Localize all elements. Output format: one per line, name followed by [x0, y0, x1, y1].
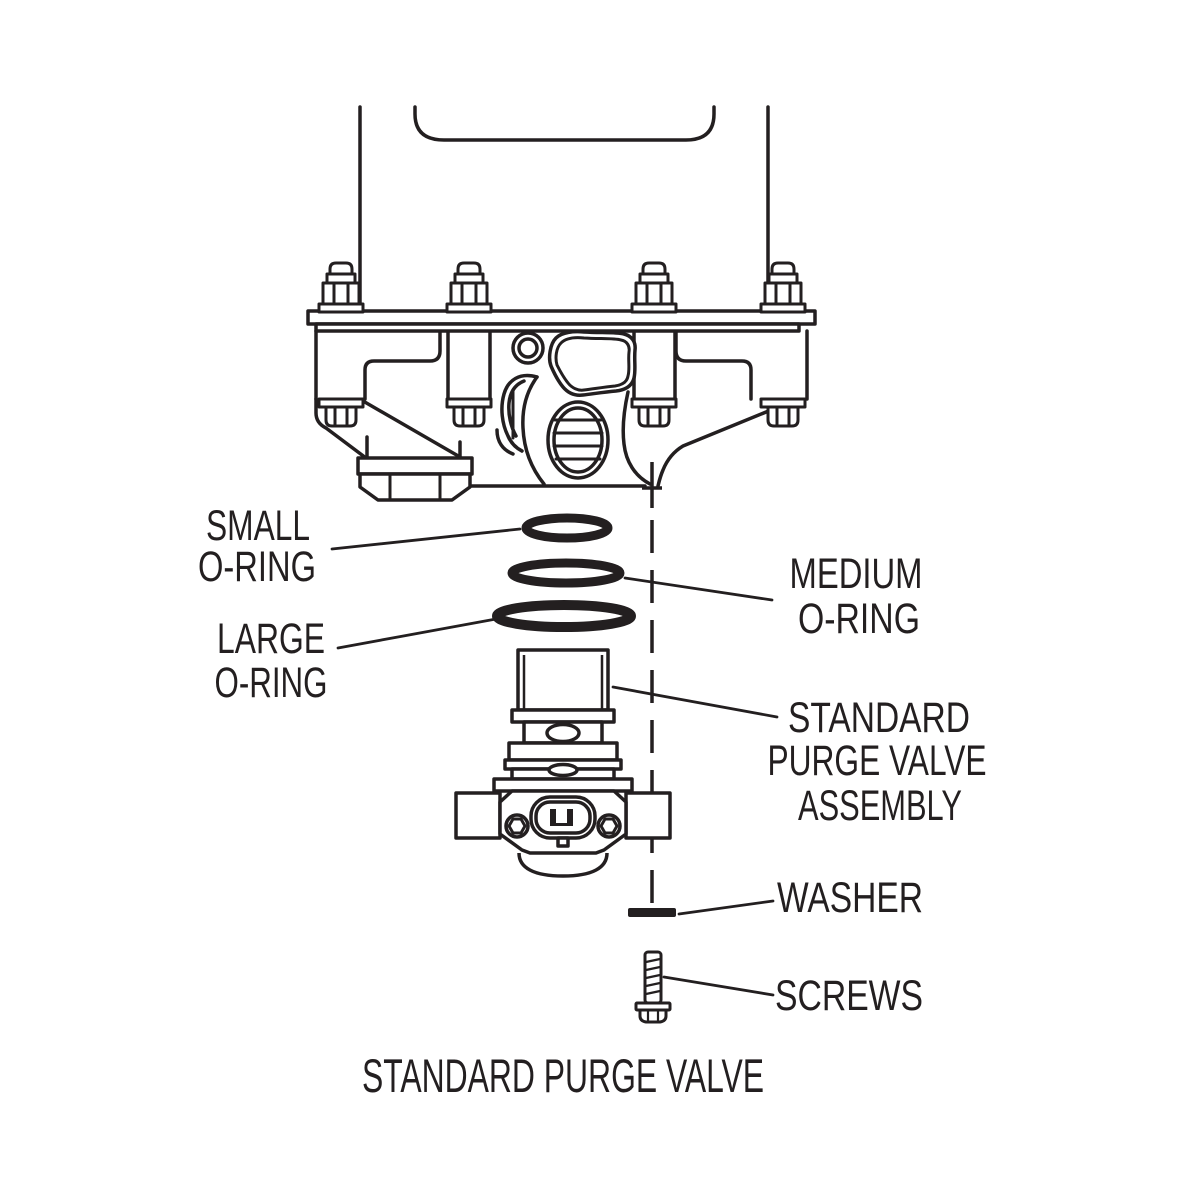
part-labels: SMALL O-RING LARGE O-RING MEDIUM O-RING … [198, 502, 987, 1020]
connector-pins-icon [550, 809, 573, 826]
washer-part [628, 908, 676, 917]
leader-valve-assembly [611, 685, 779, 719]
purge-valve-assembly [454, 648, 672, 878]
lower-stud-heads [317, 397, 807, 428]
leader-screws [662, 975, 775, 997]
stud-icon [630, 397, 678, 428]
diagram-title: STANDARD PURGE VALVE [362, 1049, 764, 1102]
screw-part [634, 950, 672, 1024]
stud-icon [445, 397, 493, 428]
label-valve-assembly-line3: ASSEMBLY [798, 782, 962, 830]
bolt-icon [630, 261, 678, 314]
leader-lines [330, 527, 779, 997]
label-medium-oring-line2: O-RING [798, 595, 920, 643]
stud-icon [759, 397, 807, 428]
air-dryer-body [314, 105, 809, 502]
bolt-icon [317, 261, 365, 314]
label-small-oring-line1: SMALL [206, 502, 310, 550]
label-large-oring-line2: O-RING [215, 659, 328, 707]
leader-washer [677, 899, 775, 916]
leader-large-oring [336, 617, 498, 650]
o-rings [492, 513, 636, 632]
bolt-icon [445, 261, 493, 314]
assembly-centerline [642, 462, 662, 905]
label-small-oring-line2: O-RING [198, 543, 316, 591]
label-valve-assembly-line2: PURGE VALVE [768, 737, 987, 785]
large-o-ring [492, 600, 636, 632]
mounting-flange [306, 309, 817, 333]
bolt-icon [759, 261, 807, 314]
leader-small-oring [330, 527, 522, 551]
label-medium-oring-line1: MEDIUM [790, 550, 923, 598]
label-large-oring-line1: LARGE [217, 615, 325, 663]
medium-o-ring [507, 558, 625, 588]
small-o-ring [521, 513, 613, 543]
label-valve-assembly-line1: STANDARD [788, 694, 970, 742]
leader-medium-oring [623, 576, 774, 602]
label-screws: SCREWS [775, 972, 923, 1020]
stud-icon [317, 397, 365, 428]
flange-bolts [317, 261, 807, 314]
label-washer: WASHER [777, 874, 923, 922]
